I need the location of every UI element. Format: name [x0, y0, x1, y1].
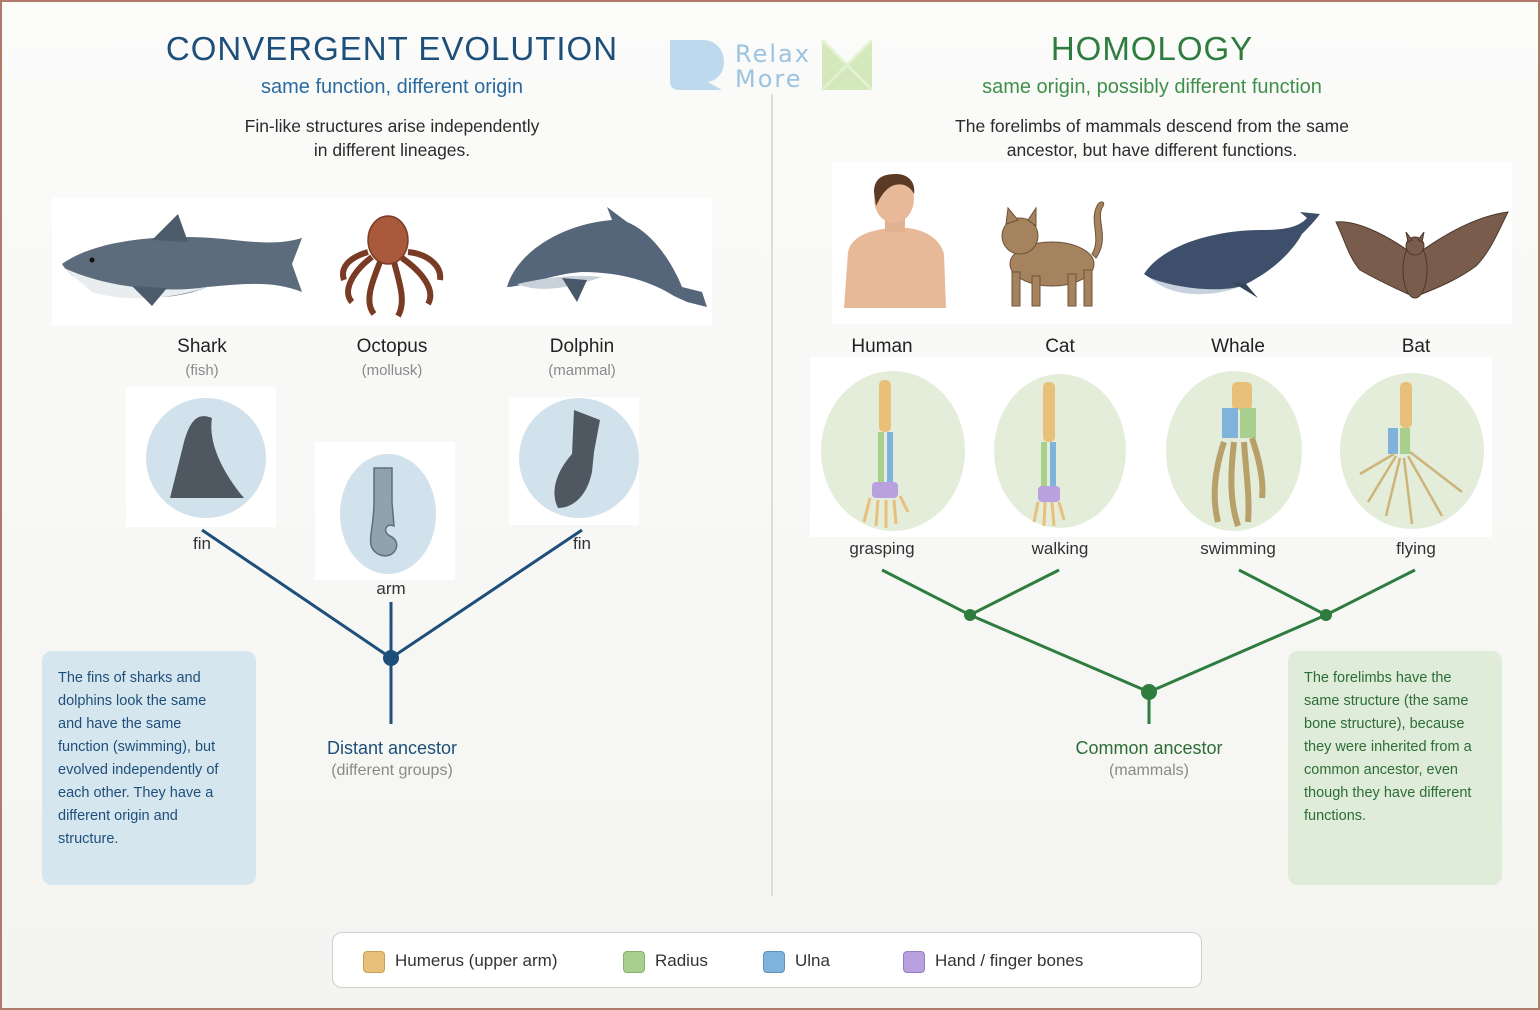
dolphin-part-label: fin — [573, 534, 591, 553]
homology-description: The forelimbs of mammals descend from th… — [852, 114, 1452, 162]
common-ancestor-label: Common ancestor — [1075, 738, 1223, 758]
homology-tree-node — [1141, 684, 1157, 700]
homology-info-line: The forelimbs have the — [1304, 670, 1452, 686]
whale-flipper-bones — [1211, 382, 1266, 527]
logo-mark — [670, 38, 874, 92]
convergent-description-line-2: in different lineages. — [313, 140, 471, 160]
legend-swatch-humerus — [363, 951, 385, 973]
convergent-title: CONVERGENT EVOLUTION — [165, 30, 619, 67]
legend-label-humerus: Humerus (upper arm) — [395, 951, 558, 970]
legend-label-ulna: Ulna — [795, 951, 830, 970]
whale-name: Whale — [1211, 336, 1265, 357]
convergent-info-line: each other. They have a — [58, 785, 214, 801]
convergent-info-line: different origin and — [58, 808, 178, 824]
homology-info-box: The forelimbs have the same structure (t… — [1288, 651, 1502, 885]
logo-line-2: More — [735, 65, 803, 93]
dolphin-illustration — [507, 207, 707, 307]
dolphin-name: Dolphin — [549, 336, 615, 357]
homology-info-line: though they have different — [1304, 785, 1472, 801]
octopus-group: (mollusk) — [361, 362, 423, 379]
homology-info-line: same structure (the same — [1304, 693, 1469, 709]
legend-label-hand: Hand / finger bones — [935, 951, 1084, 970]
cat-name: Cat — [1045, 336, 1075, 357]
dolphin-group: (mammal) — [548, 362, 616, 379]
logo-line-1: Relax — [735, 40, 811, 68]
homology-info-line: common ancestor, even — [1304, 762, 1458, 778]
homology-info-line: functions. — [1304, 808, 1367, 824]
convergent-info-line: and have the same — [58, 716, 182, 732]
cat-illustration — [1001, 201, 1105, 307]
homology-title: HOMOLOGY — [1050, 30, 1254, 67]
octopus-arm-illustration — [369, 467, 398, 557]
convergent-info-line: The fins of sharks and — [58, 670, 201, 686]
convergent-info-line: structure. — [58, 831, 119, 847]
legend-label-radius: Radius — [655, 951, 708, 970]
human-name: Human — [851, 336, 913, 357]
human-arm-bones — [862, 380, 910, 528]
octopus-illustration — [340, 215, 444, 318]
convergent-description-line-1: Fin-like structures arise independently — [244, 116, 540, 136]
bat-illustration — [1335, 211, 1509, 299]
human-illustration — [844, 174, 946, 308]
whale-function-label: swimming — [1200, 539, 1276, 558]
dolphin-fin-illustration — [554, 410, 600, 508]
shark-part-label: fin — [193, 534, 211, 553]
homology-info-line: they were inherited from a — [1304, 739, 1472, 755]
human-function-label: grasping — [849, 539, 915, 558]
legend-swatch-radius — [623, 951, 645, 973]
convergent-subtitle: same function, different origin — [260, 76, 523, 98]
bat-function-label: flying — [1396, 539, 1436, 558]
bone-legend: Humerus (upper arm) Radius Ulna Hand / f… — [332, 932, 1202, 988]
convergent-info-box: The fins of sharks and dolphins look the… — [42, 651, 256, 885]
convergent-info-line: evolved independently of — [58, 762, 219, 778]
bat-name: Bat — [1401, 336, 1431, 357]
whale-illustration — [1144, 212, 1320, 298]
homology-info-line: bone structure), because — [1304, 716, 1465, 732]
shark-name: Shark — [177, 336, 227, 357]
homology-subtitle: same origin, possibly different function — [982, 76, 1322, 98]
convergent-info-line: function (swimming), but — [58, 739, 216, 755]
homology-description-line-1: The forelimbs of mammals descend from th… — [955, 116, 1349, 136]
legend-swatch-ulna — [763, 951, 785, 973]
logo-text: Relax More — [735, 42, 811, 92]
shark-group: (fish) — [185, 362, 219, 379]
shark-fin-illustration — [170, 416, 244, 498]
cat-bone-circle — [994, 374, 1126, 528]
cat-function-label: walking — [1031, 539, 1089, 558]
distant-ancestor-note: (different groups) — [331, 762, 453, 779]
cat-arm-bones — [1032, 382, 1066, 527]
convergent-info-line: dolphins look the same — [58, 693, 207, 709]
homology-description-line-2: ancestor, but have different functions. — [1006, 140, 1298, 160]
center-divider — [771, 94, 773, 896]
convergent-description: Fin-like structures arise independently … — [92, 114, 692, 162]
convergent-tree-node — [383, 650, 399, 666]
distant-ancestor-label: Distant ancestor — [326, 738, 458, 758]
common-ancestor-note: (mammals) — [1109, 762, 1189, 779]
bat-wing-bones — [1359, 382, 1463, 525]
octopus-part-label: arm — [376, 579, 406, 598]
shark-illustration — [62, 214, 302, 306]
octopus-name: Octopus — [356, 336, 428, 357]
legend-swatch-hand — [903, 951, 925, 973]
